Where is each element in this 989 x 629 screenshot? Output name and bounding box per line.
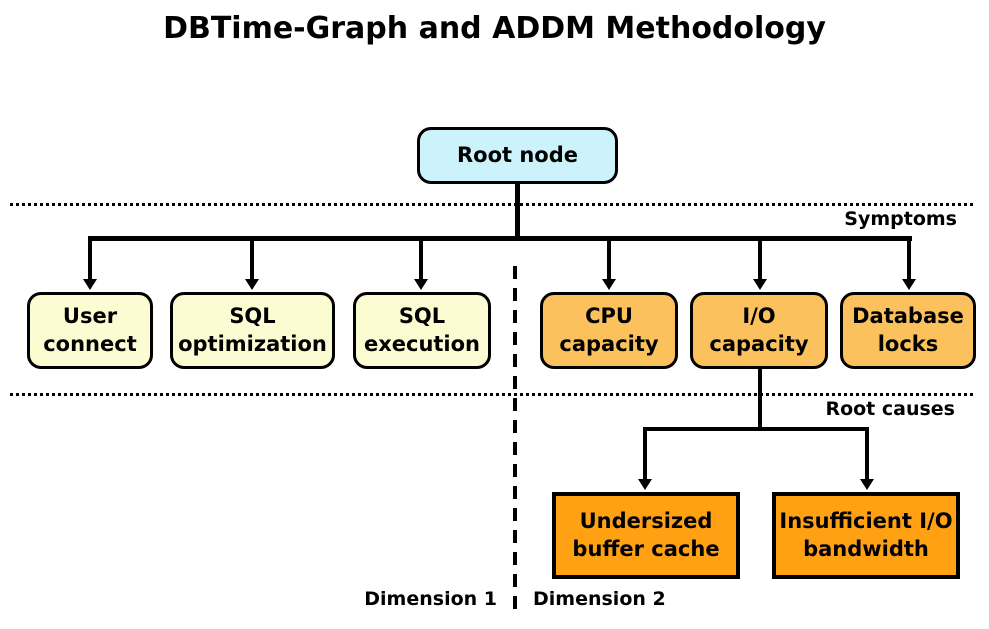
arrow-head-icon: [414, 279, 428, 290]
arrow-head-icon: [860, 479, 874, 490]
diagram-title: DBTime-Graph and ADDM Methodology: [163, 11, 826, 46]
symptoms-band-line: [10, 203, 975, 206]
arrow-head-icon: [753, 279, 767, 290]
arrow-stem: [758, 240, 762, 281]
symptoms-band-label: Symptoms: [844, 208, 957, 230]
arrow-head-icon: [638, 479, 652, 490]
arrow-head-icon: [245, 279, 259, 290]
symptoms-connector-line: [88, 236, 912, 241]
arrow-to-insufficient-io-bandwidth: [860, 430, 874, 490]
arrow-stem: [607, 240, 611, 281]
node-sql-execution: SQL execution: [353, 292, 491, 369]
node-cpu-capacity: CPU capacity: [540, 292, 678, 369]
node-insufficient-io-bandwidth: Insufficient I/O bandwidth: [772, 492, 960, 579]
arrow-stem: [88, 240, 92, 281]
root-connector-line: [515, 182, 520, 240]
dimension-2-label: Dimension 2: [533, 588, 666, 610]
arrow-to-io-capacity: [753, 240, 767, 290]
node-user-connect: User connect: [27, 292, 153, 369]
arrow-to-sql-execution: [414, 240, 428, 290]
arrow-head-icon: [83, 279, 97, 290]
arrow-stem: [419, 240, 423, 281]
node-database-locks: Database locks: [840, 292, 976, 369]
arrow-to-user-connect: [83, 240, 97, 290]
node-undersized-buffer-cache: Undersized buffer cache: [552, 492, 740, 579]
arrow-stem: [250, 240, 254, 281]
root-causes-connector-line: [643, 427, 869, 431]
node-sql-optimization: SQL optimization: [170, 292, 335, 369]
dimension-divider-line: [513, 266, 517, 618]
node-io-capacity: I/O capacity: [690, 292, 828, 369]
arrow-head-icon: [902, 279, 916, 290]
io-capacity-connector-line: [758, 369, 762, 430]
arrow-to-undersized-buffer-cache: [638, 430, 652, 490]
arrow-stem: [643, 430, 647, 481]
arrow-to-database-locks: [902, 240, 916, 290]
arrow-head-icon: [602, 279, 616, 290]
arrow-stem: [865, 430, 869, 481]
dimension-1-label: Dimension 1: [364, 588, 497, 610]
root-causes-band-line: [10, 393, 975, 396]
root-causes-band-label: Root causes: [825, 398, 955, 420]
arrow-stem: [907, 240, 911, 281]
arrow-to-sql-optimization: [245, 240, 259, 290]
node-root: Root node: [417, 127, 618, 184]
arrow-to-cpu-capacity: [602, 240, 616, 290]
